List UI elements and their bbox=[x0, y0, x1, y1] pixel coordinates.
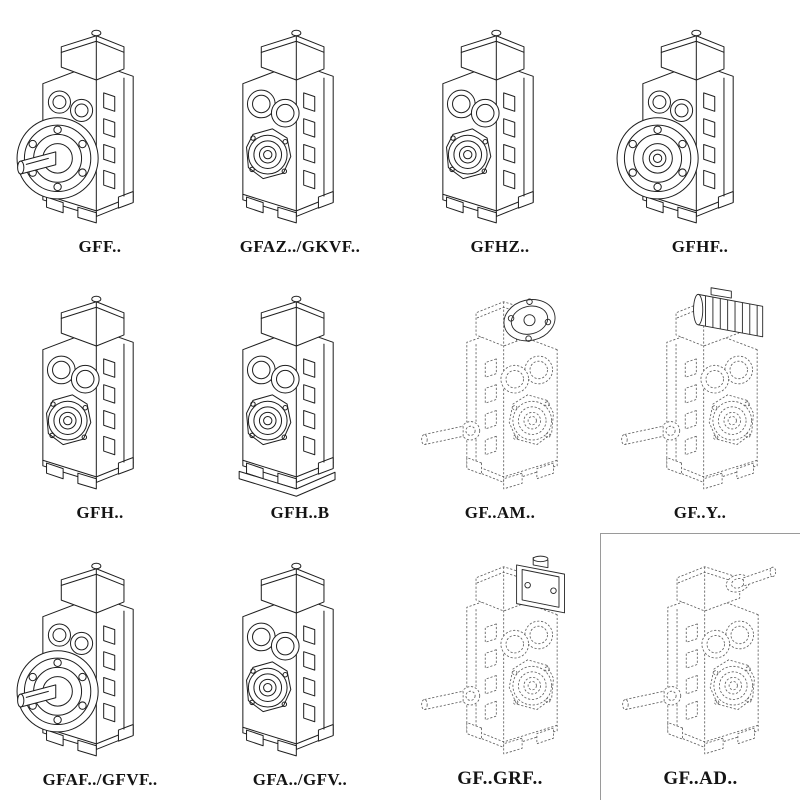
hollow-bore-gearbox-icon bbox=[207, 21, 393, 233]
catalog-cell-gfhf: GFHF.. bbox=[600, 0, 800, 267]
model-label: GFF.. bbox=[78, 236, 122, 256]
model-label: GF..AD.. bbox=[663, 767, 738, 789]
model-label: GFAF../GFVF.. bbox=[42, 769, 158, 789]
phantom-gearbox-with-mounted-motor-icon bbox=[607, 287, 793, 499]
hollow-shaft-gearbox-icon bbox=[407, 21, 593, 233]
catalog-cell-gff: GFF.. bbox=[0, 0, 200, 267]
hollow-bore-gearbox-icon bbox=[207, 554, 393, 766]
catalog-cell-gfh-b: GFH..B bbox=[200, 267, 400, 534]
catalog-cell-gfh: GFH.. bbox=[0, 267, 200, 534]
model-label: GFH..B bbox=[270, 503, 330, 523]
phantom-gearbox-with-input-adapter-box-icon bbox=[407, 552, 593, 764]
flange-hollow-shaft-gearbox-icon bbox=[607, 21, 793, 233]
catalog-cell-gfhz: GFHZ.. bbox=[400, 0, 600, 267]
phantom-gearbox-with-input-shaft-adapter-icon bbox=[608, 552, 794, 764]
catalog-cell-gf-ad: GF..AD.. bbox=[600, 533, 800, 800]
model-label: GFHF.. bbox=[671, 236, 729, 256]
phantom-gearbox-with-servo-adapter-flange-icon bbox=[407, 287, 593, 499]
catalog-cell-gf-y: GF..Y.. bbox=[600, 267, 800, 534]
catalog-cell-gf-am: GF..AM.. bbox=[400, 267, 600, 534]
model-label: GF..GRF.. bbox=[457, 767, 543, 789]
flange-output-gearbox-with-shaft-icon bbox=[7, 554, 193, 766]
catalog-cell-gf-grf: GF..GRF.. bbox=[400, 533, 600, 800]
gearbox-with-baseplate-icon bbox=[207, 287, 393, 499]
model-label: GFAZ../GKVF.. bbox=[239, 236, 361, 256]
model-label: GFHZ.. bbox=[470, 236, 530, 256]
catalog-cell-gfaz-gkvf: GFAZ../GKVF.. bbox=[200, 0, 400, 267]
model-label: GF..AM.. bbox=[464, 503, 536, 523]
model-label: GF..Y.. bbox=[673, 503, 727, 523]
flange-output-gearbox-with-shaft-icon bbox=[7, 21, 193, 233]
model-label: GFA../GFV.. bbox=[252, 769, 348, 789]
catalog-cell-gfa-gfv: GFA../GFV.. bbox=[200, 533, 400, 800]
catalog-cell-gfaf-gfvf: GFAF../GFVF.. bbox=[0, 533, 200, 800]
foot-mounted-hollow-shaft-gearbox-icon bbox=[7, 287, 193, 499]
model-label: GFH.. bbox=[76, 503, 124, 523]
